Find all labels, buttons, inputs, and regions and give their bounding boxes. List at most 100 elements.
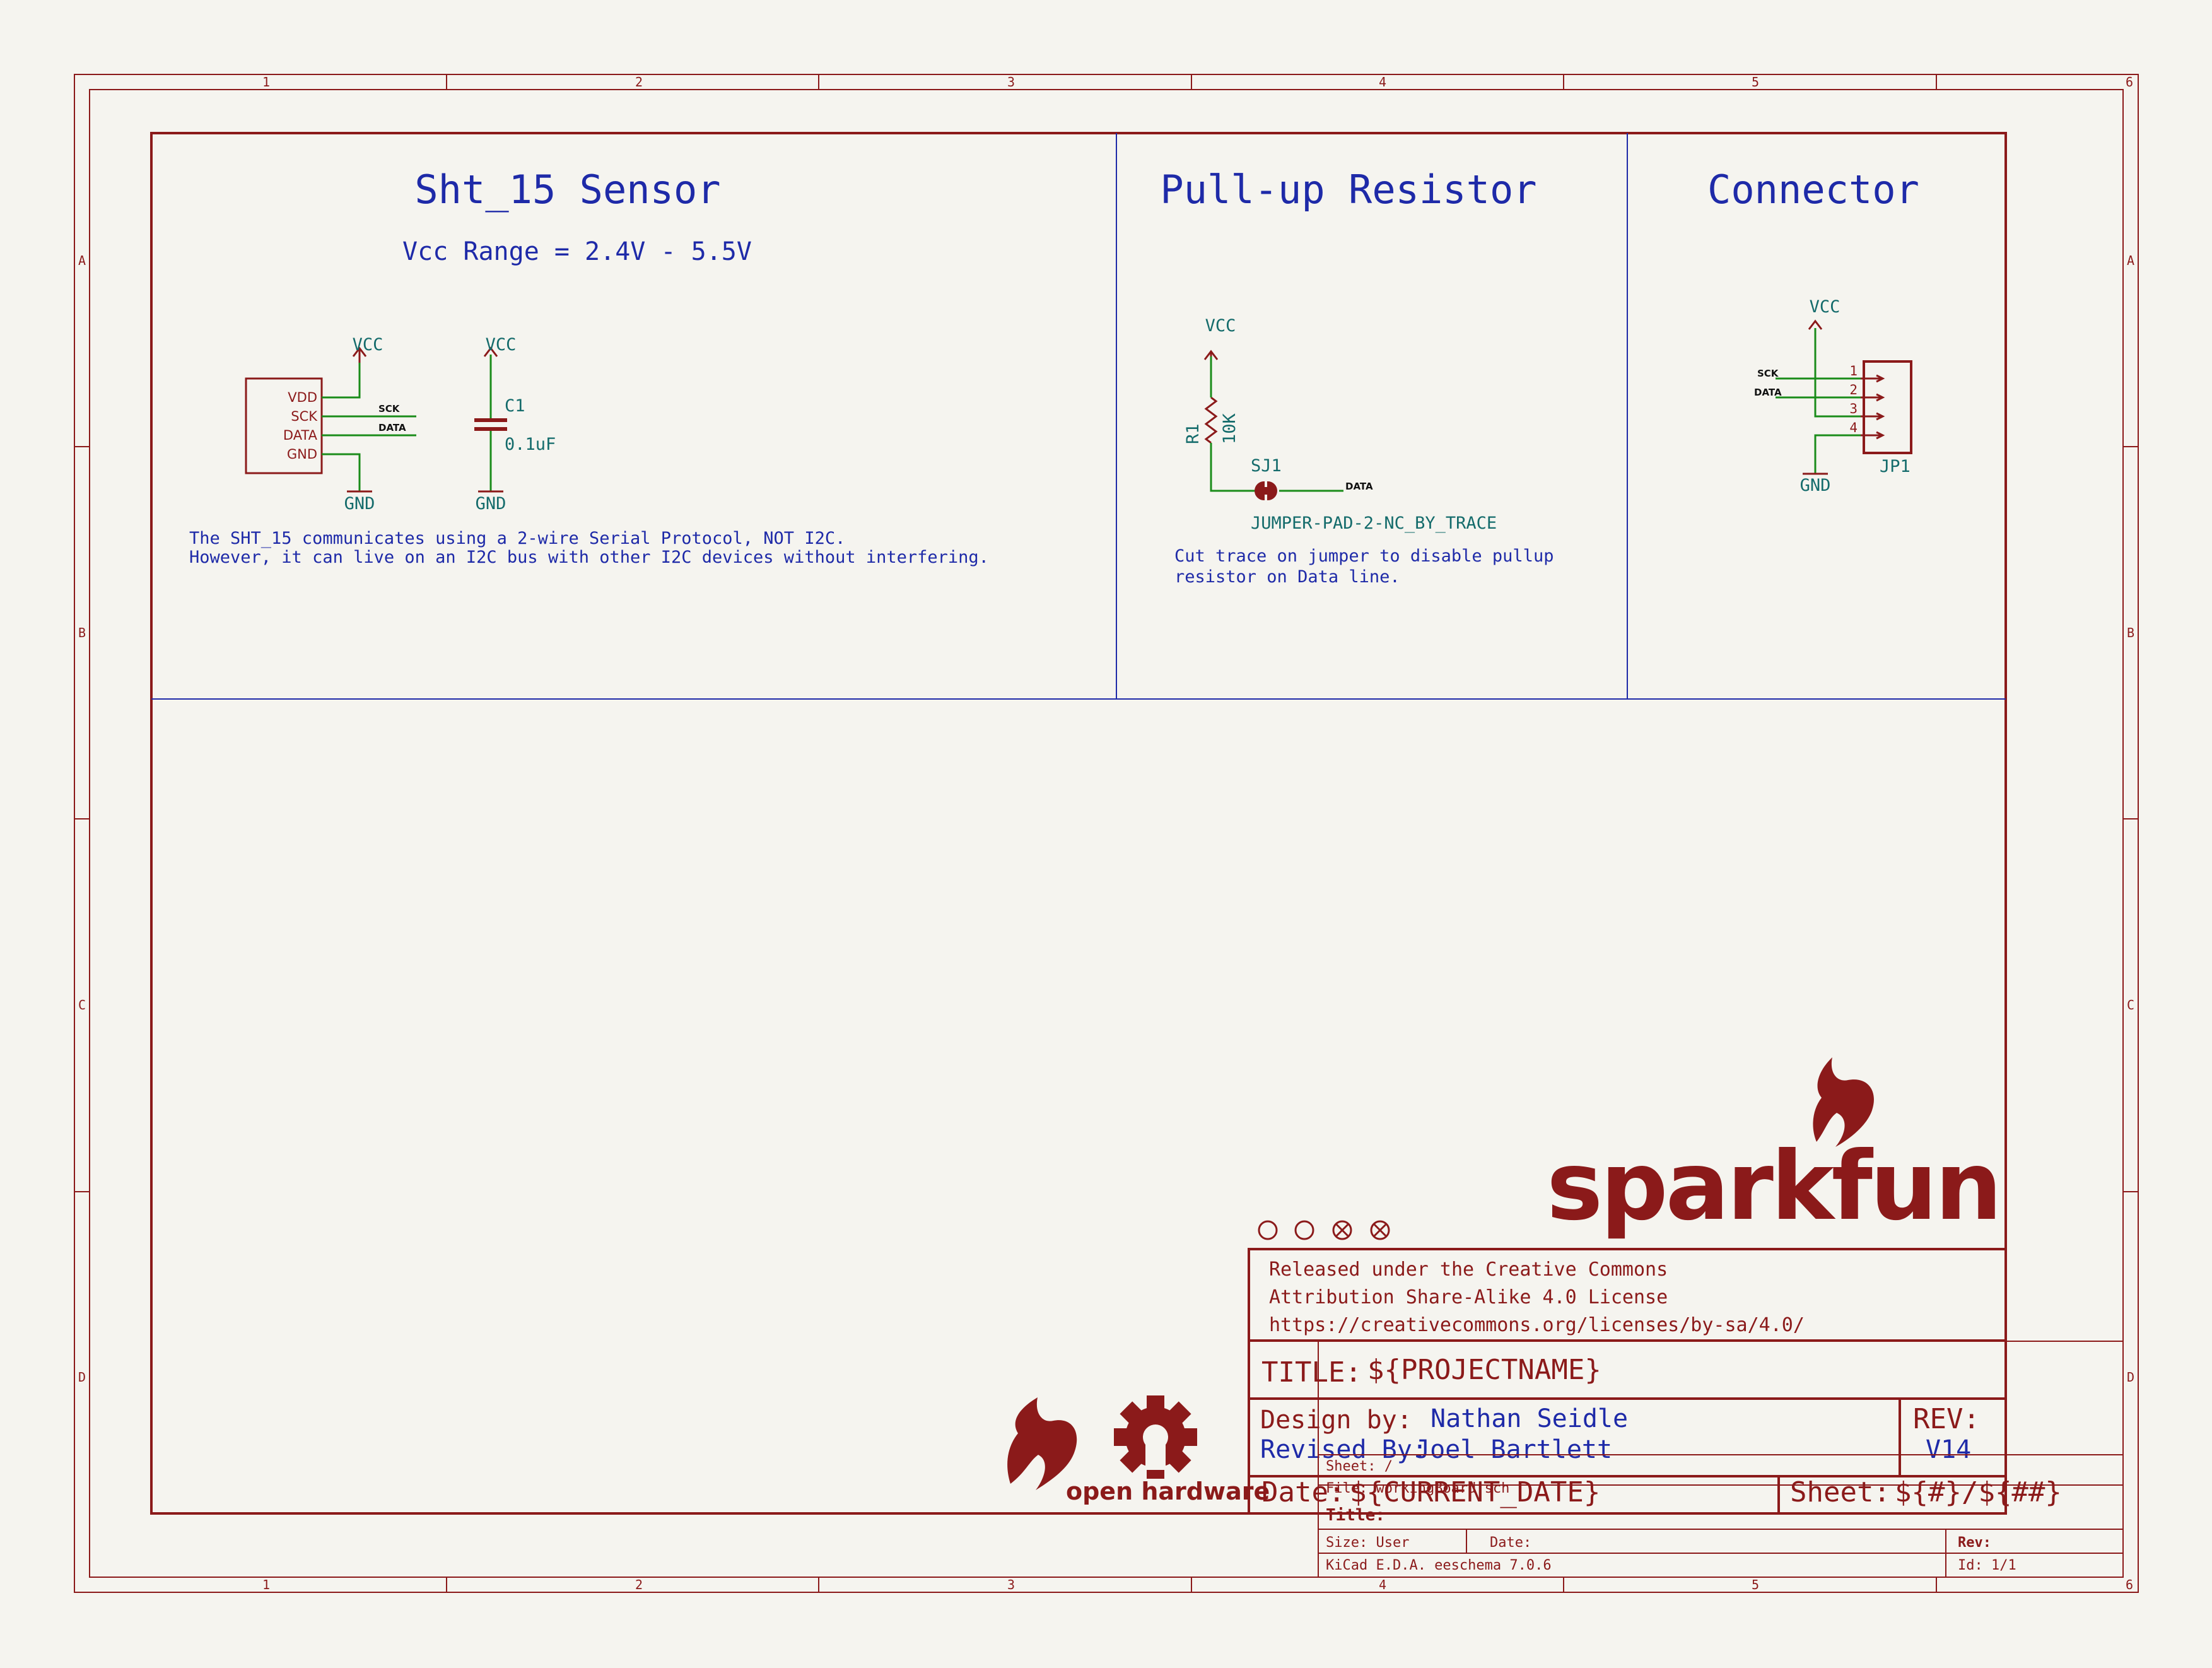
col-label-top-2: 2 — [635, 74, 643, 90]
title-value: ${PROJECTNAME} — [1367, 1354, 1601, 1386]
col-label-top-4: 4 — [1379, 74, 1386, 90]
connector-labels: VCC GND JP1 — [1800, 297, 1911, 495]
r1-zigzag — [1204, 396, 1218, 444]
connector-gnd-label: GND — [1800, 476, 1831, 495]
kicad-id: Id: 1/1 — [1958, 1558, 2016, 1573]
r1-symbol — [1203, 349, 1219, 444]
row-label-left-c: C — [78, 997, 86, 1013]
jp1-body — [1863, 360, 1912, 454]
col-label-top-6: 6 — [2126, 74, 2133, 90]
license-line2: Attribution Share-Alike 4.0 License — [1269, 1286, 1668, 1308]
frame-labels: 1 2 3 4 5 6 1 2 3 4 5 6 A B C D A B C D — [78, 74, 2134, 1592]
pullup-note-line1: Cut trace on jumper to disable pullup — [1174, 546, 1554, 566]
rev-label: REV: — [1913, 1403, 1980, 1435]
jp1-pin-2: 2 — [1849, 382, 1858, 397]
c1-vcc-arrow-icon — [483, 346, 498, 357]
section-titles: Sht_15 Sensor Vcc Range = 2.4V - 5.5V Pu… — [402, 167, 1919, 266]
row-label-right-d: D — [2127, 1370, 2134, 1385]
open-hardware-gear-icon — [1114, 1395, 1197, 1479]
col-label-bottom-2: 2 — [635, 1577, 643, 1592]
sj1-value: JUMPER-PAD-2-NC_BY_TRACE — [1251, 514, 1497, 533]
license-line1: Released under the Creative Commons — [1269, 1259, 1668, 1281]
sensor-note-line2: However, it can live on an I2C bus with … — [189, 548, 989, 567]
sensor-net-labels: SCK DATA — [378, 403, 406, 433]
kicad-sheet: Sheet: / — [1326, 1459, 1393, 1474]
col-label-top-3: 3 — [1007, 74, 1015, 90]
col-label-top-5: 5 — [1752, 74, 1759, 90]
sj1-jumper[interactable] — [1255, 481, 1277, 501]
sht15-pin-lines — [322, 396, 360, 455]
open-hardware-text: open hardware — [1066, 1477, 1270, 1505]
license-text: Released under the Creative Commons Attr… — [1269, 1259, 1805, 1336]
row-label-right-c: C — [2127, 997, 2134, 1013]
net-label-data: DATA — [378, 422, 406, 433]
jp1-pin-1: 1 — [1849, 363, 1858, 379]
sensor-vcc-label: VCC — [353, 335, 383, 355]
open-hardware-logo: open hardware — [1007, 1395, 1270, 1505]
sht15-symbol[interactable]: VDD SCK DATA GND — [245, 377, 360, 474]
title-block-values: Nathan Seidle Revised By: Joel Bartlett … — [1260, 1404, 1971, 1464]
sensor-power-labels: VCC GND — [344, 335, 383, 514]
revised-value: Joel Bartlett — [1415, 1435, 1612, 1464]
pin-name-gnd: GND — [287, 447, 317, 462]
pullup-note: Cut trace on jumper to disable pullup re… — [1174, 546, 1554, 587]
col-label-bottom-1: 1 — [262, 1577, 270, 1592]
capacitor-c1[interactable]: VCC GND C1 0.1uF — [474, 335, 556, 514]
col-label-bottom-4: 4 — [1379, 1577, 1386, 1592]
col-label-bottom-3: 3 — [1007, 1577, 1015, 1592]
title-block: Released under the Creative Commons Attr… — [1248, 1220, 2062, 1515]
jp1-pin-4: 4 — [1849, 420, 1858, 435]
row-label-left-d: D — [78, 1370, 86, 1385]
kicad-file: File: workingBoard.sch — [1326, 1481, 1509, 1496]
cc-cross-circle-icon-1 — [1332, 1220, 1352, 1240]
sensor-wires — [322, 348, 416, 491]
sj1-ref: SJ1 — [1251, 456, 1282, 476]
c1-labels: VCC GND C1 0.1uF — [476, 335, 556, 514]
row-label-left-a: A — [78, 253, 86, 268]
frame-row-ticks — [74, 446, 2138, 1192]
cc-circle-icon-2 — [1294, 1220, 1314, 1240]
c1-value: 0.1uF — [505, 435, 556, 454]
pullup-vcc-label: VCC — [1205, 316, 1236, 336]
c1-gnd-label: GND — [476, 494, 506, 514]
rev-value: V14 — [1926, 1435, 1971, 1464]
pullup-circuit[interactable]: VCC R1 10K SJ1 JUMPER-PAD-2-NC_BY_TRACE … — [1183, 316, 1497, 533]
connector-net-data: DATA — [1754, 387, 1782, 398]
design-label: Design by: — [1260, 1406, 1412, 1435]
kicad-tool: KiCad E.D.A. eeschema 7.0.6 — [1326, 1558, 1552, 1573]
section-dividers — [151, 133, 2006, 700]
jp1-pin-numbers: 1 2 3 4 — [1849, 363, 1858, 435]
net-label-sck: SCK — [378, 403, 401, 414]
pullup-note-line2: resistor on Data line. — [1174, 567, 1400, 587]
pullup-labels: VCC R1 10K SJ1 JUMPER-PAD-2-NC_BY_TRACE — [1183, 316, 1497, 533]
sparkfun-wordmark: sparkfun — [1547, 1132, 1999, 1242]
connector-jp1[interactable]: 1 2 3 4 SCK DATA VCC GND JP1 — [1754, 297, 1912, 495]
sensor-section-title: Sht_15 Sensor — [414, 167, 720, 213]
col-label-bottom-5: 5 — [1752, 1577, 1759, 1592]
row-label-left-b: B — [78, 625, 86, 640]
frame-col-ticks — [446, 74, 1937, 1592]
pullup-wires — [1210, 356, 1343, 492]
col-label-top-1: 1 — [262, 74, 270, 90]
c1-power-symbols — [478, 346, 503, 493]
revised-label: Revised By: — [1260, 1435, 1427, 1464]
sht15-pin-names: VDD SCK DATA GND — [283, 390, 318, 462]
frame-outer — [74, 74, 2139, 1593]
sensor-power-symbols — [347, 346, 372, 493]
sparkfun-logo: sparkfun — [1547, 1057, 2002, 1242]
cc-circle-icon-1 — [1258, 1220, 1278, 1240]
date-label: Date: — [1261, 1476, 1345, 1508]
r1-ref: R1 — [1183, 423, 1203, 444]
title-block-labels: TITLE: ${PROJECTNAME} Design by: REV: Da… — [1260, 1354, 2062, 1508]
frame-inner — [89, 89, 2124, 1578]
design-value: Nathan Seidle — [1431, 1404, 1628, 1433]
date-value: ${CURRENT_DATE} — [1350, 1476, 1600, 1508]
kicad-block-grid — [1318, 1341, 2124, 1578]
sheet-value: ${#}/${##} — [1895, 1476, 2062, 1508]
kicad-size: Size: User — [1326, 1535, 1409, 1551]
sensor-note-line1: The SHT_15 communicates using a 2-wire S… — [189, 529, 845, 548]
cc-cross-circle-icon-2 — [1370, 1220, 1390, 1240]
pullup-net-label-data: DATA — [1345, 481, 1373, 492]
c1-ref: C1 — [505, 396, 525, 416]
